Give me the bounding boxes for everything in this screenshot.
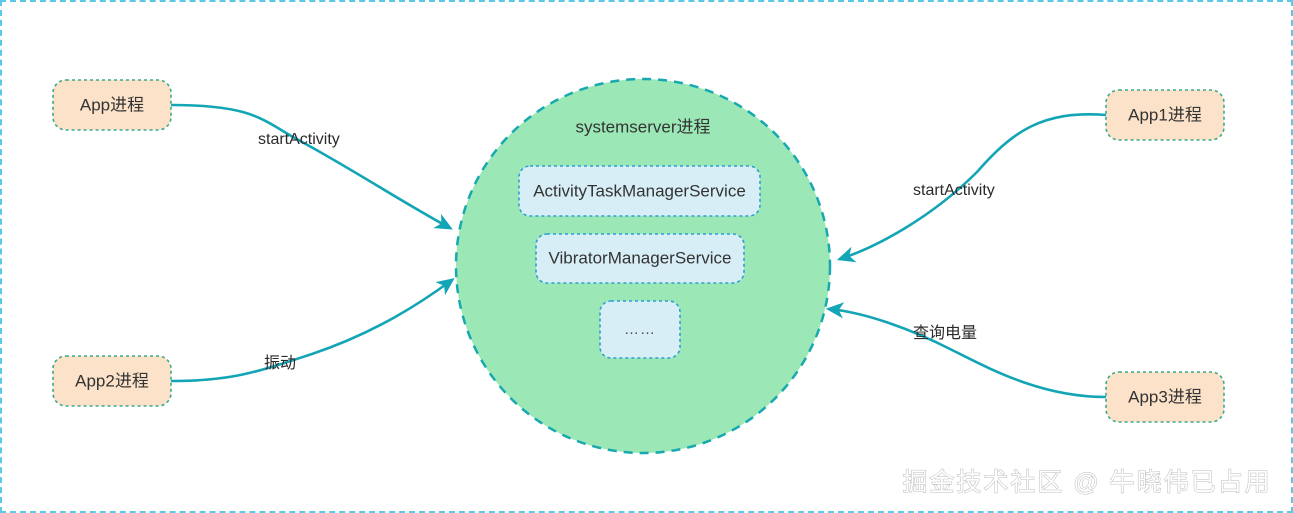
process-node-rect [1105, 89, 1225, 141]
service-box-ellipsis[interactable]: …… [599, 300, 681, 359]
edge-label-vibrate: 振动 [264, 354, 296, 372]
service-box-rect [518, 165, 761, 217]
process-node-app2[interactable]: App2进程 [52, 355, 172, 407]
edge-app3-to-systemserver [825, 302, 1108, 399]
process-node-label: App3进程 [1128, 387, 1202, 406]
process-node-app1[interactable]: App1进程 [1105, 89, 1225, 141]
edge-label-start-activity-right: startActivity [913, 182, 995, 199]
service-label: …… [624, 321, 656, 338]
process-node-label: App进程 [80, 95, 144, 114]
process-node-app[interactable]: App进程 [52, 79, 172, 131]
service-label: ActivityTaskManagerService [533, 181, 746, 200]
process-node-app3[interactable]: App3进程 [1105, 371, 1225, 423]
service-box-activitytaskmanagerservice[interactable]: ActivityTaskManagerService [518, 165, 761, 217]
service-label: VibratorManagerService [549, 248, 732, 267]
edge-app-to-systemserver [170, 103, 453, 230]
service-box-rect [535, 233, 745, 284]
edge-label-start-activity-left: startActivity [258, 131, 340, 148]
service-box-rect [599, 300, 681, 359]
process-node-rect [1105, 371, 1225, 423]
systemserver-title: systemserver进程 [575, 117, 710, 136]
service-box-vibratormanagerservice[interactable]: VibratorManagerService [535, 233, 745, 284]
process-node-label: App2进程 [75, 371, 149, 390]
edge-label-query-battery: 查询电量 [913, 324, 977, 342]
process-node-rect [52, 79, 172, 131]
process-node-rect [52, 355, 172, 407]
edge-app1-to-systemserver [836, 113, 1108, 263]
edge-app2-to-systemserver [170, 278, 455, 383]
process-node-label: App1进程 [1128, 105, 1202, 124]
watermark: 掘金技术社区 @ 牛晓伟已占用 [902, 469, 1271, 497]
